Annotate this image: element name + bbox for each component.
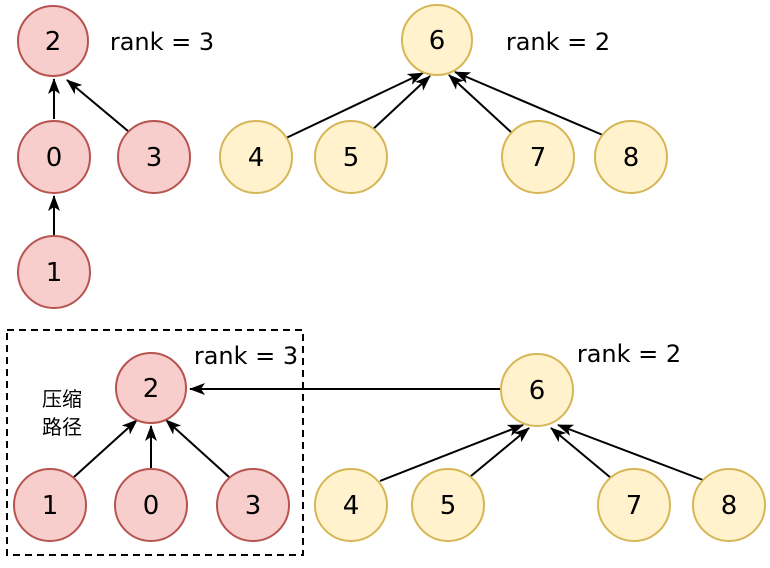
edge-8-to-6 (454, 71, 606, 137)
after-red-tree: 2 1 0 3 rank = 3 压缩 路径 (6, 329, 500, 556)
node-circle-7-after (597, 468, 671, 542)
rank-label-after-red: rank = 3 (194, 342, 298, 370)
edge-3-to-2 (66, 79, 129, 132)
node-label-2: 2 (45, 27, 62, 57)
node-label-5-after: 5 (440, 491, 457, 521)
edge-7-to-6 (448, 74, 513, 134)
node-label-6: 6 (429, 26, 446, 56)
edge-1-to-2-compressed (73, 419, 138, 478)
path-compression-box (6, 329, 304, 556)
rank-label-before-yellow: rank = 2 (506, 28, 610, 56)
rank-label-before-red: rank = 3 (110, 28, 214, 56)
node-circle-2 (17, 5, 89, 77)
node-circle-1 (17, 235, 91, 309)
node-label-4-after: 4 (343, 491, 360, 521)
node-label-2-after: 2 (143, 374, 160, 404)
node-circle-4 (219, 120, 293, 194)
compress-path-annotation-line1: 压缩 (42, 387, 82, 411)
edge-4-to-6 (283, 72, 424, 140)
node-label-0-after: 0 (143, 491, 160, 521)
node-label-5: 5 (343, 143, 360, 173)
node-circle-6 (401, 4, 473, 76)
edge-5-to-6 (369, 75, 431, 133)
node-circle-0 (17, 120, 91, 194)
node-circle-5-after (411, 468, 485, 542)
edge-3-to-2-compressed (165, 419, 230, 478)
compress-path-annotation-line2: 路径 (42, 415, 82, 439)
after-yellow-tree: 6 4 5 7 8 rank = 2 (314, 340, 766, 542)
node-label-1: 1 (46, 258, 63, 288)
node-label-0: 0 (46, 143, 63, 173)
node-label-4: 4 (248, 143, 265, 173)
node-circle-0-after (114, 468, 188, 542)
node-circle-6-after (500, 353, 574, 427)
node-circle-2-after (115, 352, 187, 424)
node-circle-5 (314, 120, 388, 194)
node-circle-3-after (216, 468, 290, 542)
node-circle-3 (117, 120, 191, 194)
node-circle-4-after (314, 468, 388, 542)
node-label-8-after: 8 (721, 491, 738, 521)
rank-label-after-yellow: rank = 2 (577, 340, 681, 368)
node-circle-8 (594, 120, 668, 194)
edge-5-to-6-after (470, 427, 530, 477)
edge-8-to-6-after (557, 424, 704, 481)
edge-7-to-6-after (550, 427, 612, 479)
node-label-7-after: 7 (626, 491, 643, 521)
before-yellow-tree: 6 4 5 7 8 rank = 2 (219, 4, 668, 194)
node-label-6-after: 6 (529, 376, 546, 406)
node-label-7: 7 (530, 143, 547, 173)
node-label-3-after: 3 (245, 491, 262, 521)
node-label-1-after: 1 (42, 491, 59, 521)
node-label-8: 8 (623, 143, 640, 173)
node-circle-8-after (692, 468, 766, 542)
node-label-3: 3 (146, 143, 163, 173)
node-circle-7 (501, 120, 575, 194)
edge-4-to-6-after (379, 424, 524, 482)
before-red-tree: 2 0 3 1 rank = 3 (17, 5, 214, 309)
node-circle-1-after (13, 468, 87, 542)
